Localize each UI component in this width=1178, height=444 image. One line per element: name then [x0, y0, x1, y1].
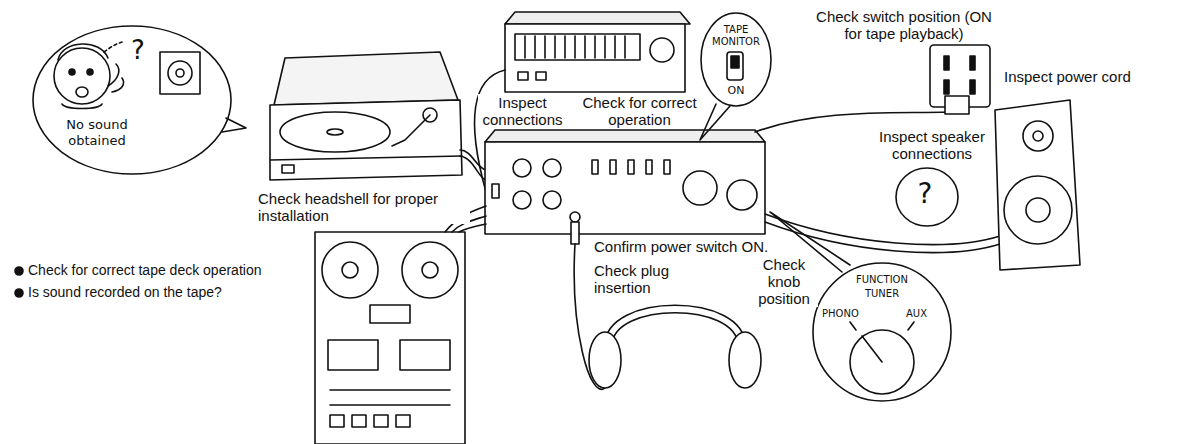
callout-bubble: TAPE MONITOR ON — [700, 12, 772, 107]
phone-plug — [571, 222, 579, 244]
bubble-tail — [700, 104, 730, 140]
check-note: Check knob position — [750, 256, 818, 307]
callout-bubble: FUNCTION TUNER PHONO AUX — [812, 262, 952, 402]
wire — [459, 224, 486, 232]
bubble-text: FUNCTION — [832, 274, 932, 286]
knob-pointer — [862, 336, 882, 362]
speaker-wire — [765, 214, 1000, 245]
headphones — [589, 305, 761, 388]
bubble-shape — [701, 13, 771, 106]
check-note: Check headshell for proper installation — [256, 190, 470, 224]
check-note: Check for correct tape deck operation — [26, 262, 263, 279]
power-plug — [945, 96, 969, 114]
monitor-switch — [727, 52, 743, 80]
bubble-text: No sound obtained — [58, 117, 136, 148]
check-note: Is sound recorded on the tape? — [26, 284, 224, 301]
bubble-text: TUNER — [832, 288, 932, 300]
bubble-text: ? — [895, 177, 955, 211]
amplifier — [485, 130, 765, 234]
bubble-text: ON — [716, 84, 756, 97]
function-knob — [850, 330, 914, 394]
tuner — [505, 12, 690, 92]
bubble-text: AUX — [906, 308, 946, 320]
check-note: Check for correct operation — [575, 94, 704, 128]
speaker-icon — [160, 52, 200, 94]
bubble-text: PHONO — [822, 308, 872, 320]
callout-bubble: ? — [895, 167, 959, 227]
bubble-shape — [896, 168, 958, 226]
speaker-wire — [765, 222, 1000, 253]
check-note: Check switch position (ON for tape playb… — [812, 8, 996, 42]
check-note: Inspect speaker connections — [872, 128, 992, 162]
bubble-text: TAPE MONITOR — [704, 24, 768, 48]
bullet — [15, 289, 23, 297]
wire — [460, 150, 486, 170]
check-note: Confirm power switch ON. — [592, 238, 770, 255]
loudspeaker — [995, 100, 1080, 270]
callout-bubble: No sound obtained? — [32, 25, 232, 175]
switch-lever — [731, 56, 739, 68]
knob-ticks — [850, 322, 914, 330]
check-note: Inspect connections — [478, 94, 567, 128]
bubble-shape — [33, 26, 231, 174]
turntable — [270, 52, 462, 180]
check-note: Inspect power cord — [1002, 68, 1133, 85]
bullet — [15, 267, 23, 275]
tape-deck — [315, 232, 465, 444]
bubble-shape — [813, 263, 951, 401]
puzzled-listener — [54, 42, 124, 109]
check-note: Check plug insertion — [592, 262, 676, 296]
bubble-text: ? — [124, 35, 152, 66]
